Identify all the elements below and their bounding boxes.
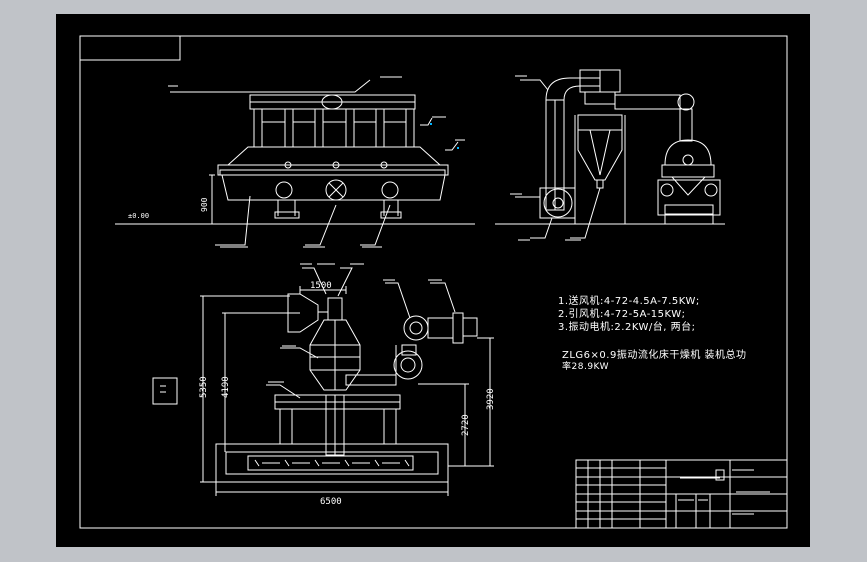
accent-markers bbox=[430, 123, 459, 149]
spec-line-2: 2.引风机:4-72-5A-15KW; bbox=[558, 309, 686, 320]
spec-line-4: ZLG6×0.9振动流化床干燥机 装机总功 bbox=[562, 350, 747, 361]
corner-tab bbox=[80, 36, 181, 61]
dim-2720: 2720 bbox=[461, 414, 471, 436]
spec-line-5: 率28.9KW bbox=[562, 362, 610, 372]
dim-5350: 5350 bbox=[199, 376, 209, 398]
ground-level-label: ±0.00 bbox=[128, 212, 149, 220]
spec-line-1: 1.送风机:4-72-4.5A-7.5KW; bbox=[558, 296, 700, 307]
dim-4190: 4190 bbox=[221, 376, 231, 398]
spec-line-3: 3.振动电机:2.2KW/台, 两台; bbox=[558, 322, 696, 333]
plan-view bbox=[152, 267, 494, 496]
side-elevation-view bbox=[495, 69, 725, 239]
title-block bbox=[575, 459, 788, 529]
dim-3920: 3920 bbox=[486, 388, 496, 410]
cad-annotation-marks bbox=[160, 75, 770, 515]
dim-1500: 1500 bbox=[310, 281, 332, 291]
dim-6500: 6500 bbox=[320, 497, 342, 507]
dim-900: 900 bbox=[200, 197, 209, 212]
front-elevation-view bbox=[115, 79, 475, 246]
inner-frame bbox=[79, 35, 788, 529]
